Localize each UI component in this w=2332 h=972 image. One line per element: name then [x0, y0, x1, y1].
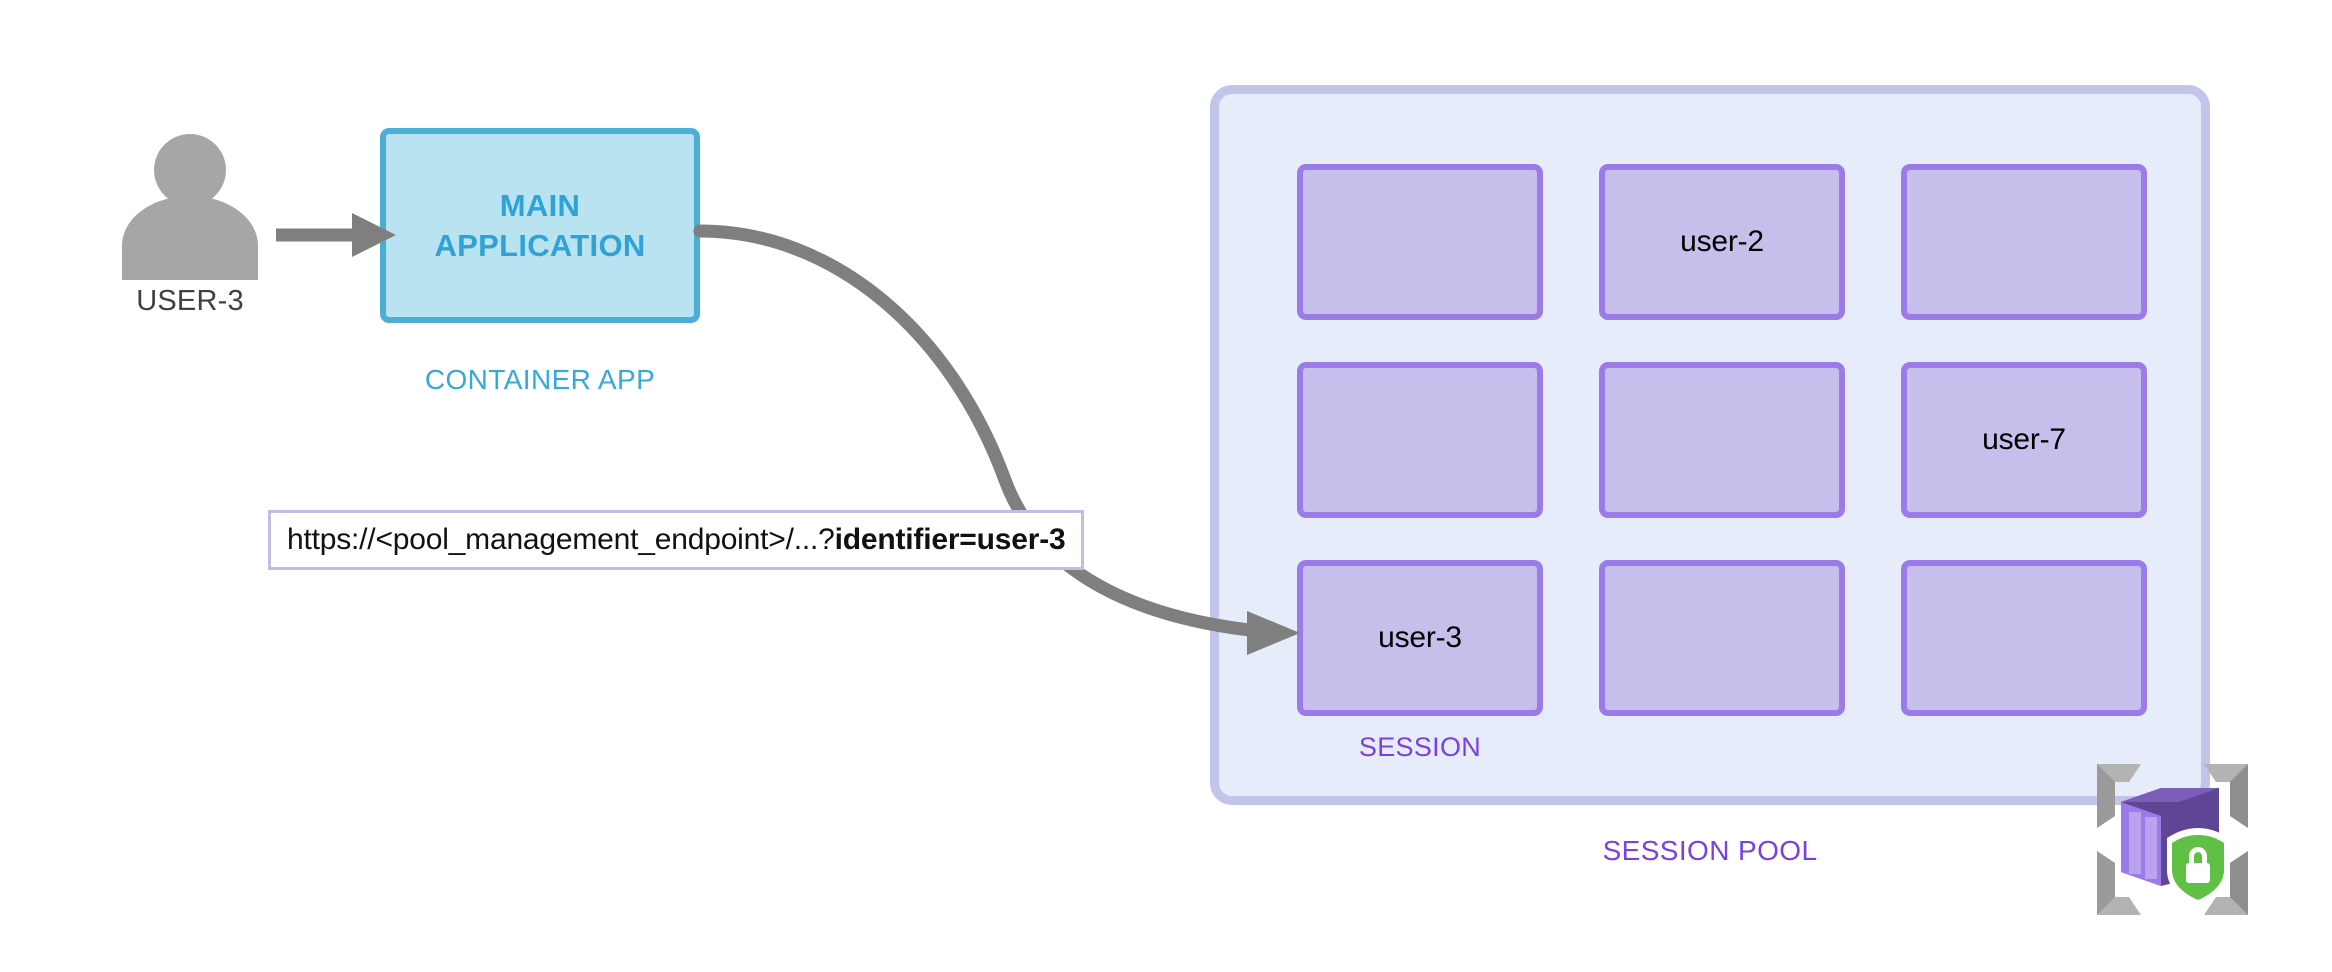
user-actor: USER-3 [110, 130, 270, 330]
session-grid: user-2 user-7 user-3 [1297, 164, 2147, 724]
url-callout-text: https://<pool_management_endpoint>/...?i… [287, 523, 1066, 557]
session-cell-label: user-3 [1378, 621, 1462, 654]
container-app-label: CONTAINER APP [424, 364, 656, 395]
url-callout-box: https://<pool_management_endpoint>/...?i… [268, 510, 1085, 570]
url-emphasis: identifier=user-3 [834, 523, 1066, 556]
session-cell[interactable] [1599, 362, 1845, 518]
session-cell[interactable]: user-2 [1599, 164, 1845, 320]
main-application-title-line1: MAIN [499, 187, 581, 223]
azure-container-apps-sessions-icon [2097, 764, 2248, 915]
session-pool-label: SESSION POOL [1602, 835, 1818, 866]
session-cell[interactable] [1297, 362, 1543, 518]
session-label: SESSION [1358, 732, 1482, 762]
user-label: USER-3 [136, 285, 244, 317]
main-application-box[interactable]: MAIN APPLICATION [380, 128, 700, 323]
session-pool-container: user-2 user-7 user-3 SESSION [1210, 85, 2210, 805]
session-cell[interactable] [1901, 560, 2147, 716]
user-icon [122, 134, 258, 280]
main-application-title: MAIN APPLICATION [434, 186, 645, 265]
session-cell[interactable] [1901, 164, 2147, 320]
main-application-title-line2: APPLICATION [434, 227, 646, 263]
session-cell[interactable]: user-7 [1901, 362, 2147, 518]
session-cell[interactable] [1297, 164, 1543, 320]
session-cell-label: user-2 [1680, 225, 1764, 258]
session-cell[interactable] [1599, 560, 1845, 716]
url-prefix: https://<pool_management_endpoint>/...? [287, 523, 835, 556]
session-cell-active[interactable]: user-3 [1297, 560, 1543, 716]
session-cell-label: user-7 [1982, 423, 2066, 456]
arrow-user-to-app [276, 213, 396, 257]
